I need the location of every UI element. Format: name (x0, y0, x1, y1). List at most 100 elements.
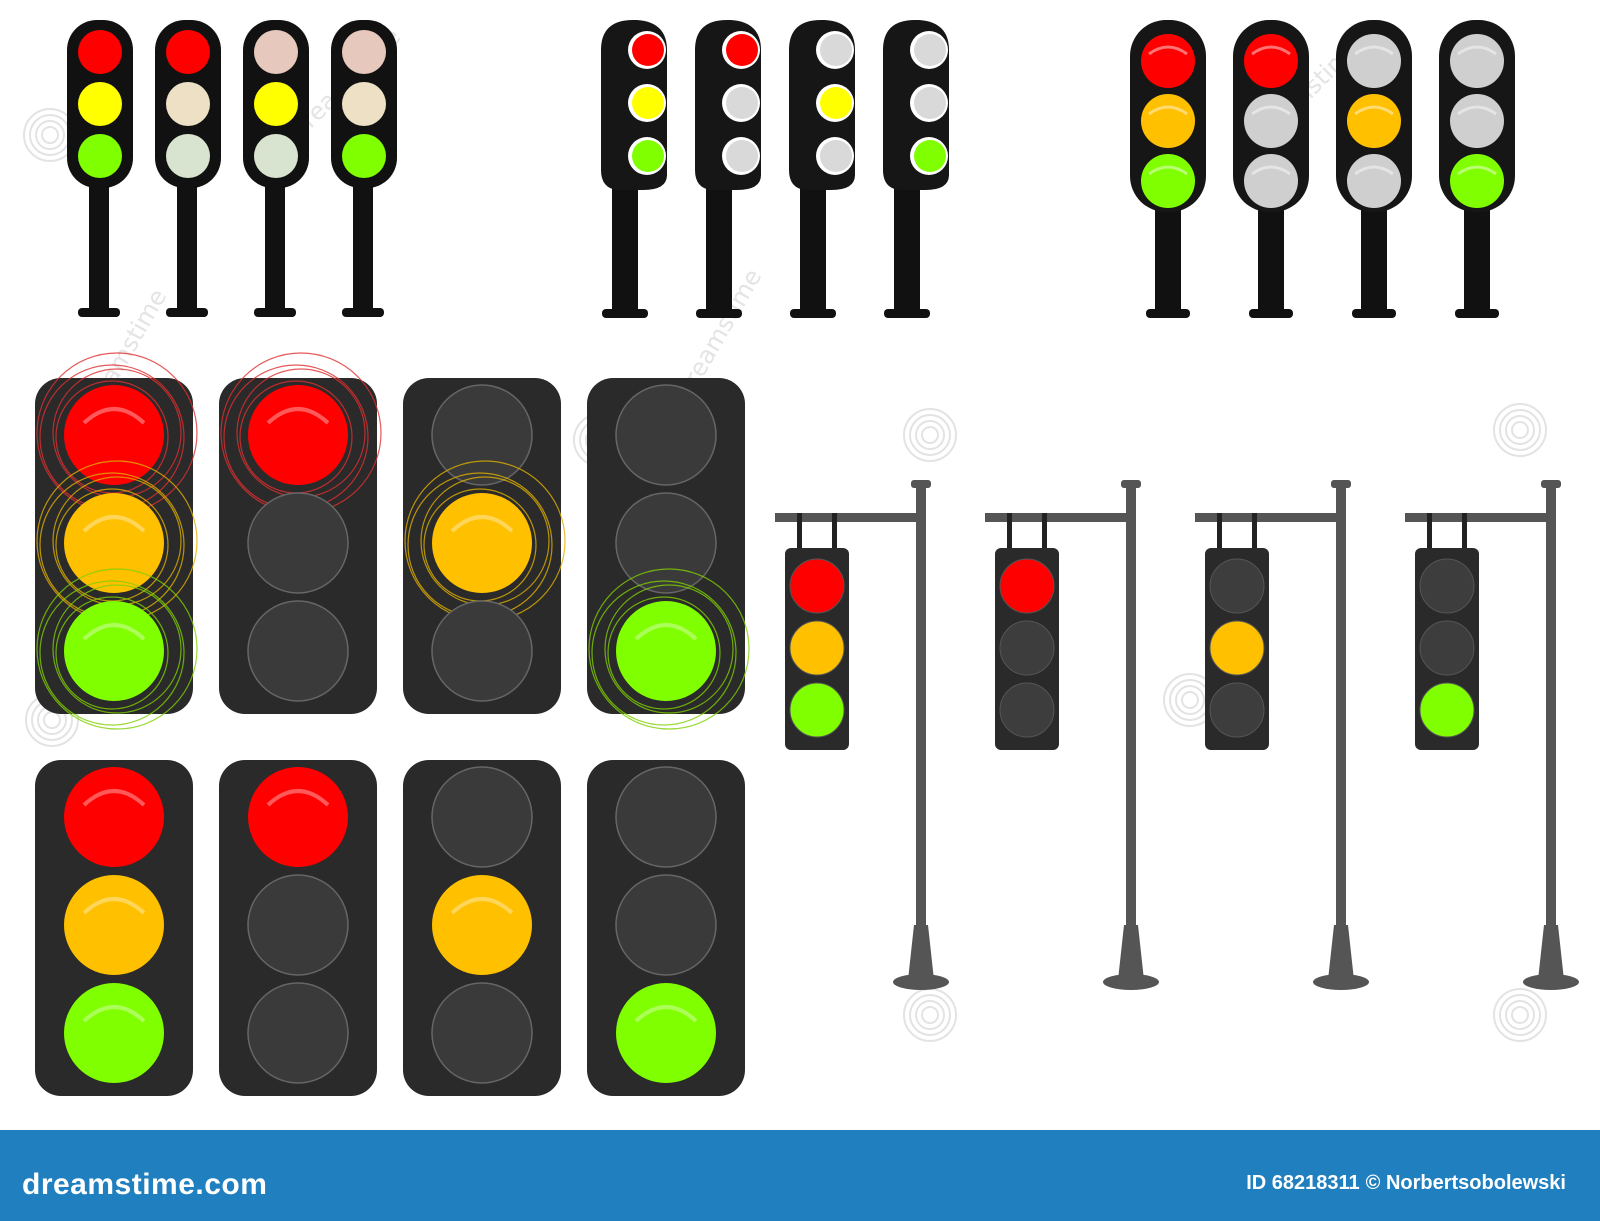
signal-arm (1195, 513, 1345, 522)
lamp-green-on (64, 983, 164, 1083)
large-glowing-signal (403, 378, 566, 714)
glow-ring (52, 584, 182, 714)
watermark-swirl-icon (41, 126, 59, 144)
lamp-red-on (166, 30, 210, 74)
signal-base (1146, 309, 1190, 318)
pole-base (1523, 974, 1579, 990)
signal-pole (353, 180, 373, 308)
pole-cap (1541, 480, 1561, 488)
watermark-swirl-icon (915, 1000, 945, 1030)
large-signal (219, 760, 377, 1096)
glow-ring (39, 580, 185, 726)
signal-base (884, 309, 930, 318)
lamp-green-on (342, 134, 386, 178)
small-flat-signal (331, 20, 397, 317)
lamp-yellow-on (632, 87, 664, 119)
street-pole (1546, 485, 1556, 925)
watermark-swirl-icon (1505, 1000, 1535, 1030)
small-glossy-signal (1439, 20, 1515, 318)
lamp-highlight (450, 515, 514, 533)
lamp-yellow-on (64, 875, 164, 975)
lamp-red-on (632, 34, 664, 66)
signal-pole (265, 180, 285, 308)
watermark-swirl-icon (1505, 415, 1535, 445)
glow-ring (591, 580, 737, 726)
lamp-red-off (431, 384, 533, 486)
signal-pole (706, 175, 732, 309)
large-signal (35, 760, 193, 1096)
small-glossy-signal (1233, 20, 1309, 318)
lamp-red-on (248, 767, 348, 867)
signal-pole (1155, 195, 1181, 309)
lamp-yellow-on (432, 875, 532, 975)
lamp-green-on (632, 140, 664, 172)
glow-ring (588, 568, 750, 730)
lamp-red-on (789, 558, 845, 614)
signal-pole (612, 175, 638, 309)
watermark-swirl-icon (921, 1006, 939, 1024)
lamp-green-off (254, 134, 298, 178)
watermark-swirl-icon (43, 711, 61, 729)
pole-foot (908, 925, 934, 980)
signal-pole (89, 180, 109, 308)
hanging-signal (775, 480, 949, 990)
small-signals-row (67, 20, 1515, 318)
signal-arm (985, 513, 1135, 522)
hanging-signal (1405, 480, 1579, 990)
lamp-green-on (1450, 154, 1504, 208)
signal-hanger (1217, 513, 1222, 550)
small-glossy-signal (1130, 20, 1206, 318)
lamp-red-off (914, 34, 946, 66)
lamp-green-on (616, 601, 716, 701)
small-flat-signal (67, 20, 133, 317)
small-side-signal (695, 20, 761, 318)
lamp-green-on (64, 601, 164, 701)
lamp-red-off (342, 30, 386, 74)
lamp-yellow-off (999, 620, 1055, 676)
lamp-yellow-off (615, 874, 717, 976)
street-pole (1126, 485, 1136, 925)
signal-base (1352, 309, 1396, 318)
small-side-signal (789, 20, 855, 318)
glow-ring (607, 596, 721, 710)
watermark-swirl-icon (1511, 421, 1529, 439)
small-flat-signal (155, 20, 221, 317)
signal-hanger (1427, 513, 1432, 550)
signal-base (1455, 309, 1499, 318)
lamp-green-on (78, 134, 122, 178)
watermark-swirl-icon (1499, 409, 1541, 451)
lamp-green-off (431, 982, 533, 1084)
lamp-yellow-on (432, 493, 532, 593)
lamp-red-on (1141, 34, 1195, 88)
lamp-green-off (726, 140, 758, 172)
brand-logo-text: dreamstime.com (22, 1168, 268, 1201)
lamp-red-on (78, 30, 122, 74)
signal-arm (1405, 513, 1555, 522)
lamp-red-off (820, 34, 852, 66)
lamp-highlight (1457, 105, 1497, 116)
small-side-signal (601, 20, 667, 318)
lamp-highlight (1354, 165, 1394, 176)
signal-base (254, 308, 296, 317)
signal-base (1249, 309, 1293, 318)
lamp-highlight (1354, 45, 1394, 56)
lamp-highlight (82, 515, 146, 533)
image-id: ID 68218311 (1246, 1172, 1360, 1194)
lamp-yellow-off (1450, 94, 1504, 148)
glow-ring (55, 488, 169, 602)
large-glowing-signal (35, 352, 198, 730)
lamp-highlight (1148, 45, 1188, 56)
signal-hanger (1042, 513, 1047, 550)
lamp-highlight (450, 897, 514, 915)
signal-hanger (1252, 513, 1257, 550)
signal-pole (1258, 195, 1284, 309)
lamp-red-off (615, 766, 717, 868)
lamp-yellow-off (247, 874, 349, 976)
lamp-green-off (999, 682, 1055, 738)
signal-pole (1361, 195, 1387, 309)
glow-ring (36, 568, 198, 730)
hanging-signal (985, 480, 1159, 990)
signal-pole (894, 175, 920, 309)
lamp-highlight (1457, 45, 1497, 56)
pole-cap (1331, 480, 1351, 488)
